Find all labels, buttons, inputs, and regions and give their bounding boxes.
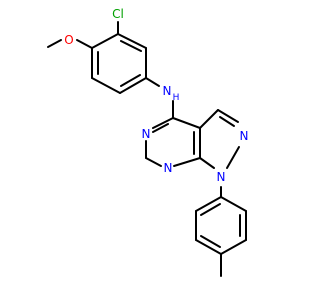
bond-c3-n2-inner (219, 116, 235, 127)
bond-ring2-d (195, 239, 222, 255)
bond-ring2-d-inner (200, 235, 221, 248)
bond-ring1-b (117, 33, 147, 49)
bond-ring2-c (220, 239, 247, 255)
atom-n3-label: N (142, 127, 151, 141)
atom-amine-n-label: N (163, 84, 172, 98)
bond-ring1-d (119, 77, 147, 94)
bond-c3-n2 (217, 109, 239, 123)
bond-ring2-f-inner (200, 203, 221, 216)
molecule-structure: Cl O N H N N N N (47, 7, 249, 277)
bond-n1-c7a (173, 157, 201, 167)
bond-ring2-a (220, 196, 247, 212)
bond-c2-n1 (145, 157, 162, 167)
bond-ring1-a (91, 33, 119, 49)
bond-methyl-o (47, 39, 62, 48)
bond-ring-nh (145, 77, 160, 87)
bond-ring1-e (91, 77, 121, 94)
atom-n1-pyrazole-label: N (217, 170, 226, 184)
bond-c4-n3-inner (152, 123, 169, 133)
bond-n1p-c7a (199, 157, 215, 169)
atom-amine-h-label: H (173, 93, 180, 103)
bond-c3a-c4 (172, 117, 201, 129)
atom-oxygen-label: O (64, 33, 73, 47)
atom-n1-label: N (164, 161, 173, 175)
bond-c3a-c3 (199, 109, 219, 129)
bond-n2-n1p (226, 146, 240, 169)
atom-chlorine-label: Cl (112, 7, 124, 21)
bond-c4-n3 (152, 117, 174, 129)
bond-ring2-f (195, 196, 222, 212)
bond-ring1-d-inner (120, 74, 141, 87)
bond-ring1-b-inner (120, 40, 142, 52)
bond-o-ring (76, 39, 93, 49)
atom-n2-pyrazole-label: N (240, 129, 249, 143)
structure-canvas: Cl O N H N N N N (47, 7, 249, 277)
